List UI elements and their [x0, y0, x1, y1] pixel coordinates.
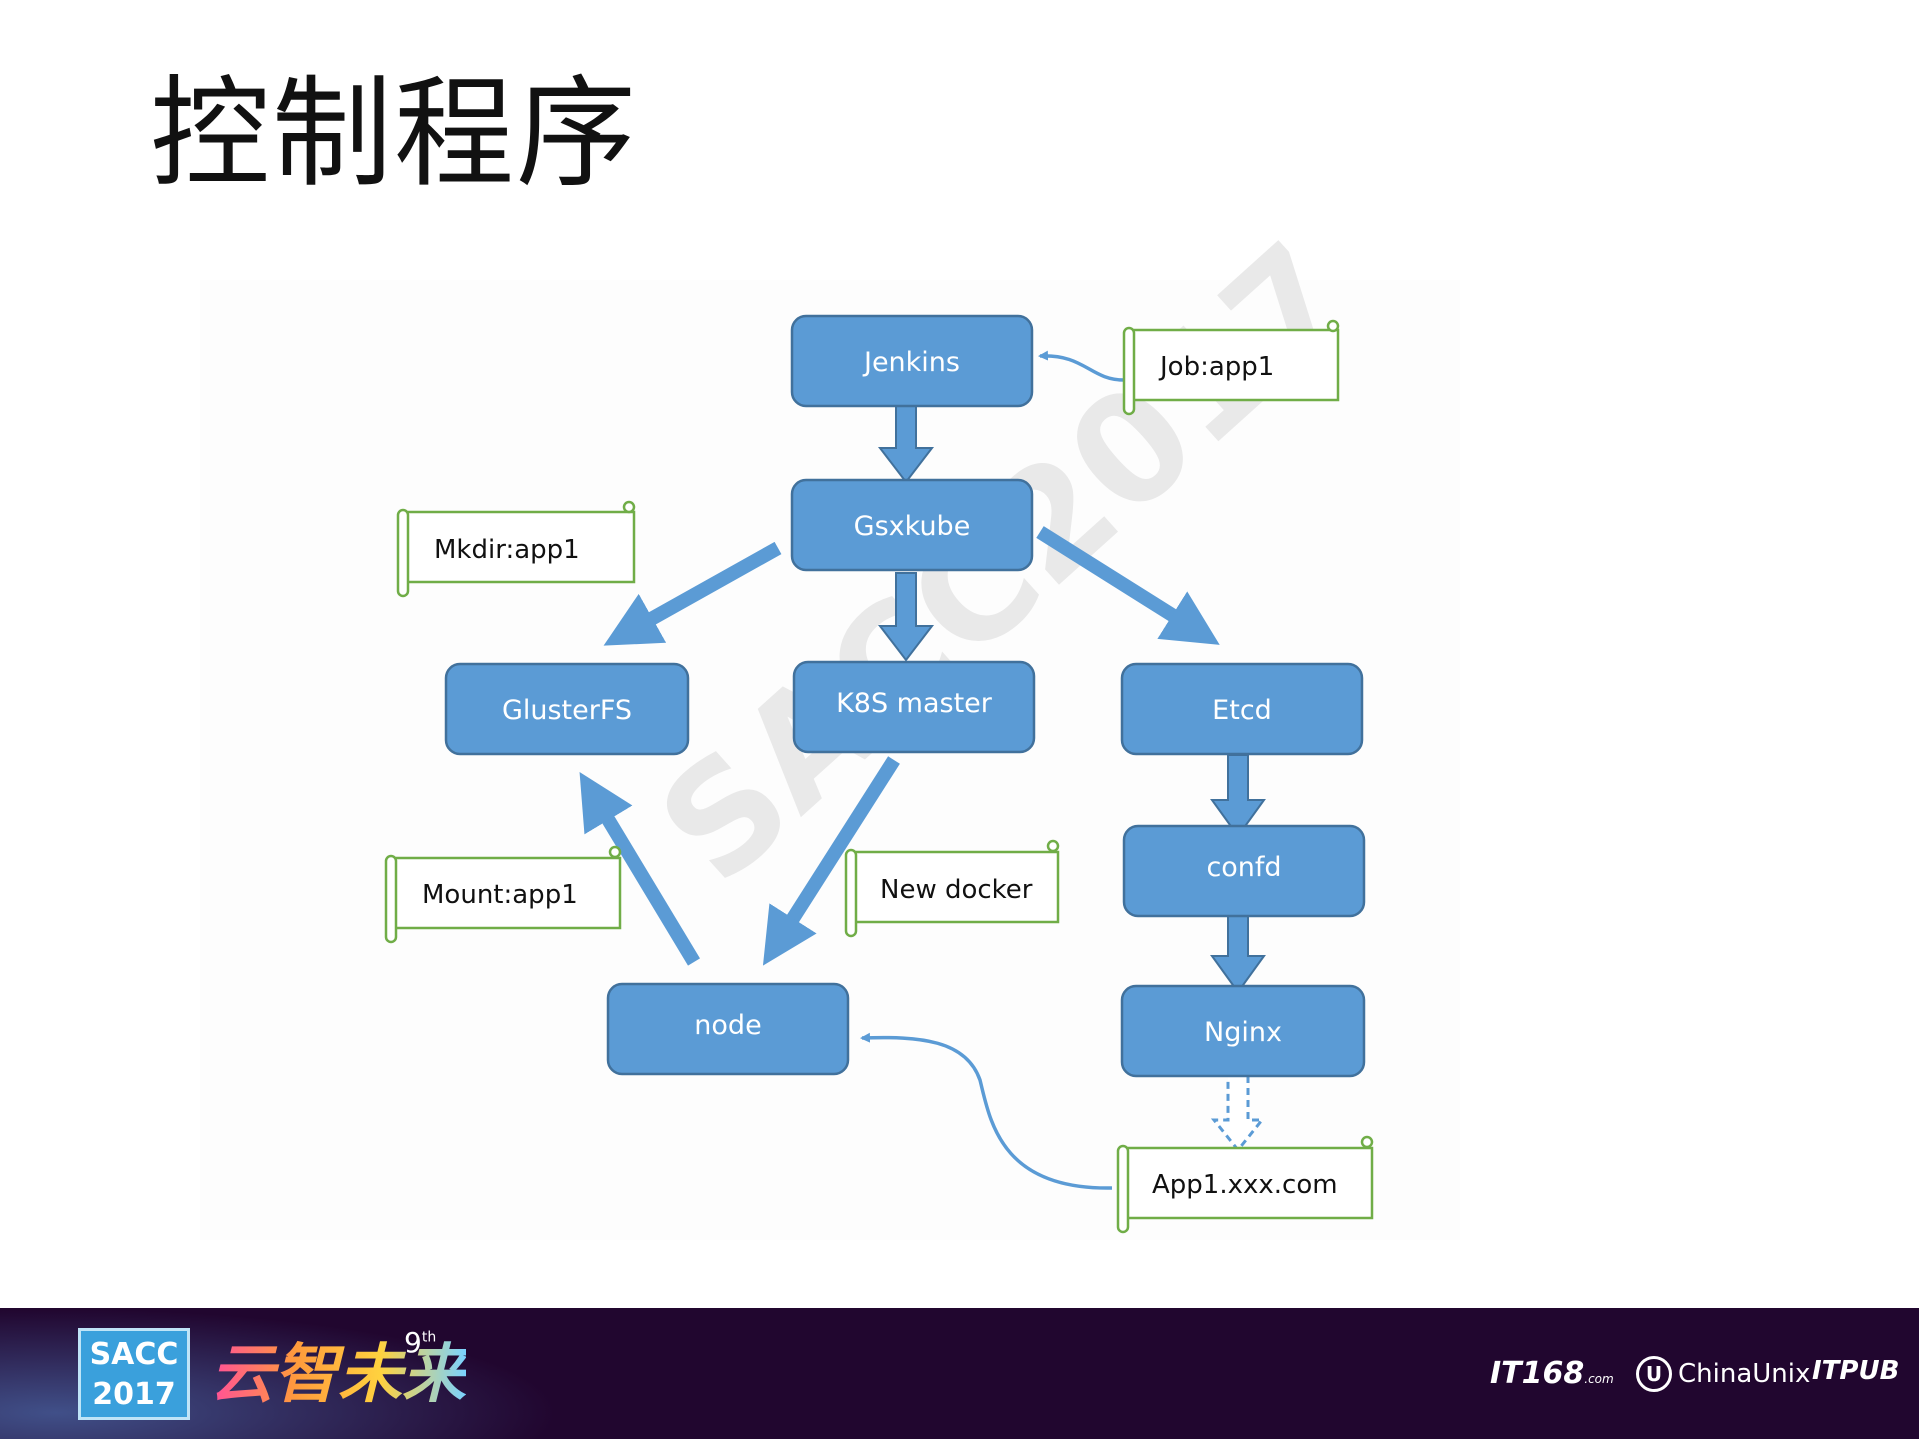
note-label: Mount:app1 [422, 880, 578, 910]
sacc-logo-line2: 2017 [92, 1377, 176, 1412]
note-label: App1.xxx.com [1152, 1170, 1338, 1200]
arrow-etcd-confd [1210, 754, 1266, 838]
arrow-domain-node [860, 1032, 1113, 1190]
node-jenkins: Jenkins [790, 314, 1034, 408]
note-job: Job:app1 [1122, 319, 1340, 416]
node-label: Gsxkube [854, 511, 971, 542]
note-label: New docker [880, 875, 1033, 905]
diagram-panel [200, 280, 1460, 1240]
arrow-confd-nginx [1210, 911, 1266, 994]
node-glusterfs: GlusterFS [444, 662, 690, 756]
partner-logo-it168: IT168.com [1490, 1356, 1614, 1391]
edition-suffix: th [421, 1329, 437, 1346]
node-label: Jenkins [862, 347, 960, 378]
node-label: Nginx [1204, 1017, 1282, 1048]
arrow-gsxkube-glusterfs [603, 541, 782, 646]
node-gsxkube: Gsxkube [790, 478, 1034, 572]
arrow-gsxkube-k8s [877, 572, 935, 662]
note-label: Mkdir:app1 [434, 535, 580, 565]
node-label: node [694, 1010, 761, 1041]
note-label: Job:app1 [1158, 352, 1274, 382]
arrow-jenkins-gsxkube [877, 405, 935, 484]
node-label: confd [1206, 852, 1281, 883]
note-new-docker: New docker [844, 839, 1060, 938]
partner-it168-text: IT168 [1490, 1356, 1585, 1391]
slide-title: 控制程序 [150, 65, 638, 204]
arrow-job-jenkins [1038, 350, 1125, 382]
node-confd: confd [1122, 824, 1366, 918]
note-mount: Mount:app1 [384, 845, 622, 944]
partner-logo-itpub: ITPUB [1812, 1356, 1900, 1386]
node-label: K8S master [836, 688, 993, 719]
arrow-nginx-domain [1210, 1070, 1266, 1153]
node-node: node [606, 982, 850, 1076]
partner-it168-suffix: .com [1584, 1372, 1614, 1386]
note-mkdir: Mkdir:app1 [396, 500, 636, 598]
node-etcd: Etcd [1120, 662, 1364, 756]
edition-number: 9 [404, 1326, 422, 1359]
sacc-logo-line1: SACC [89, 1337, 179, 1372]
node-label: GlusterFS [502, 695, 632, 726]
sacc-logo: SACC 2017 [78, 1328, 190, 1420]
slogan: 云智未来 [210, 1330, 466, 1420]
node-label: Etcd [1212, 695, 1272, 726]
partner-chinaunix-text: ChinaUnix [1678, 1359, 1811, 1389]
node-k8s-master: K8S master [792, 660, 1036, 754]
arrow-node-glusterfs [579, 772, 700, 966]
arrow-gsxkube-etcd [1036, 526, 1220, 645]
arrow-k8s-node [762, 756, 900, 966]
edition-label: 9th [404, 1326, 436, 1359]
note-app-domain: App1.xxx.com [1116, 1135, 1374, 1234]
architecture-diagram: SACC2017 Jenkins Gsxkube GlusterFS K8S m… [384, 211, 1385, 1234]
chinaunix-icon: U [1636, 1356, 1672, 1392]
node-nginx: Nginx [1120, 984, 1366, 1078]
